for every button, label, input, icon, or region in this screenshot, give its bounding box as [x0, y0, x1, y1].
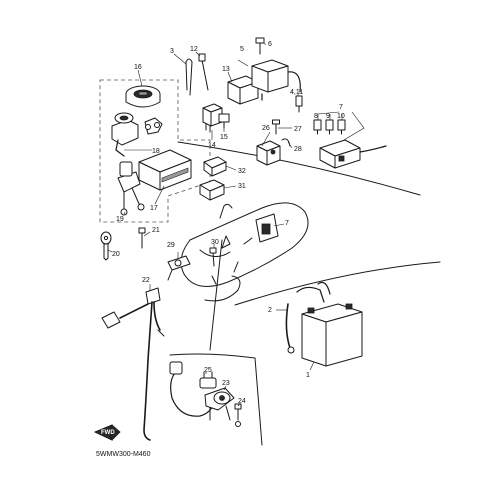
main-switch-cover [125, 85, 161, 108]
callout-18: 18 [152, 148, 160, 155]
cdi-unit [138, 149, 192, 191]
callout-28: 28 [294, 146, 302, 153]
switch-25 [199, 371, 217, 389]
callout-21: 21 [152, 227, 160, 234]
screw-21 [138, 227, 146, 249]
diagram-code: 5WMW300-M460 [96, 451, 151, 458]
lower-group-boundary-line [169, 353, 263, 446]
battery-1 [296, 281, 363, 367]
starter-relay-26 [256, 140, 281, 166]
fuse-4-11 [295, 95, 303, 113]
relay-13 [227, 75, 259, 105]
fuse-8 [313, 119, 322, 135]
ignition-key [100, 231, 112, 261]
bracket-29 [167, 255, 191, 281]
callout-1: 1 [306, 372, 310, 379]
callout-27: 27 [294, 126, 302, 133]
callout-17: 17 [150, 205, 158, 212]
left-group-boundary-line [209, 239, 223, 351]
bolt-6 [255, 37, 265, 55]
callout-26: 26 [262, 125, 270, 132]
callout-25: 25 [204, 367, 212, 374]
callout-30: 30 [211, 239, 219, 246]
scooter-body-frame [180, 202, 309, 302]
forward-arrow: FWD [94, 424, 121, 441]
seat-lock-assembly [117, 161, 145, 216]
cable-band-12 [198, 53, 209, 91]
coupler-31 [199, 179, 225, 201]
bolt-27 [272, 119, 280, 135]
callout-16: 16 [134, 64, 142, 71]
callout-14: 14 [208, 142, 216, 149]
fuse-10 [337, 119, 346, 135]
fuse-9 [325, 119, 334, 135]
callout-15: 15 [220, 134, 228, 141]
callout-13: 13 [222, 66, 230, 73]
upper-group-boundary-line [177, 141, 421, 196]
callout-12: 12 [190, 46, 198, 53]
wire-clamp-3 [185, 58, 193, 96]
fuse-box-7 [319, 139, 387, 169]
callout-32: 32 [238, 168, 246, 175]
callout-22: 22 [142, 277, 150, 284]
callout-7-lower: 7 [285, 220, 289, 227]
callout-29: 29 [167, 242, 175, 249]
starter-cable-22 [101, 287, 165, 441]
main-switch-body [111, 112, 163, 157]
callout-6: 6 [268, 41, 272, 48]
callout-5: 5 [240, 46, 244, 53]
clamp-28 [281, 138, 291, 147]
callout-24: 24 [238, 398, 246, 405]
starter-relay-5 [251, 59, 301, 101]
callout-23: 23 [222, 380, 230, 387]
battery-band-2 [285, 303, 295, 354]
callout-19: 19 [116, 216, 124, 223]
callout-9: 9 [326, 113, 330, 120]
battery-group-boundary-line [234, 261, 441, 306]
callout-4-11: 4,11 [290, 89, 303, 96]
coupler-32 [203, 156, 227, 177]
horn-assembly-23 [169, 361, 235, 421]
forward-arrow-label: FWD [101, 430, 115, 436]
bolt-24 [234, 403, 242, 427]
leader-lines [107, 43, 365, 407]
callout-31: 31 [238, 183, 246, 190]
callout-2: 2 [268, 307, 272, 314]
callout-3: 3 [170, 48, 174, 55]
callout-7-upper: 7 [339, 104, 343, 111]
callout-20: 20 [112, 251, 120, 258]
callout-8: 8 [314, 113, 318, 120]
screw-30 [209, 247, 217, 267]
callout-labels: 3 12 5 6 13 4,11 7 8 9 10 16 14 15 18 17… [112, 41, 345, 405]
callout-10: 10 [337, 113, 345, 120]
